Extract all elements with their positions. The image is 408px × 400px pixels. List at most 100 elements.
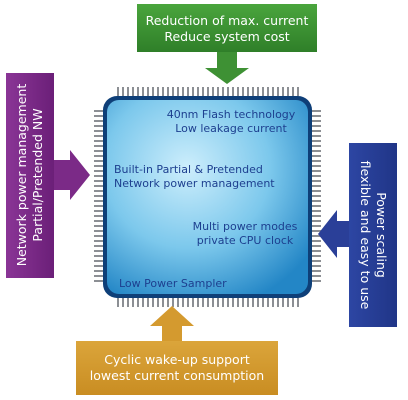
chip-pin	[277, 298, 279, 307]
chip-pin	[297, 87, 299, 96]
chip-pin	[187, 298, 189, 307]
chip-pin	[282, 87, 284, 96]
chip-pin	[94, 150, 103, 152]
chip-pin	[272, 298, 274, 307]
chip-pin	[94, 275, 103, 277]
chip-pin	[312, 160, 321, 162]
chip-pin	[232, 298, 234, 307]
chip-pin	[267, 298, 269, 307]
chip-pin	[242, 87, 244, 96]
chip-pin	[242, 298, 244, 307]
chip-pin	[312, 200, 321, 202]
chip-pin	[177, 87, 179, 96]
chip-pin	[312, 115, 321, 117]
chip-pin	[217, 87, 219, 96]
chip-pin	[272, 87, 274, 96]
chip-pin	[182, 87, 184, 96]
chip-pin	[312, 155, 321, 157]
chip-pin	[94, 230, 103, 232]
chip-pin	[257, 298, 259, 307]
chip-pin	[117, 298, 119, 307]
chip-pin	[132, 298, 134, 307]
chip-pin	[94, 220, 103, 222]
top-box-line2: Reduce system cost	[164, 29, 290, 44]
bottom-arrow	[150, 306, 194, 341]
chip-pin	[94, 200, 103, 202]
chip-pin	[282, 298, 284, 307]
chip-pin	[202, 87, 204, 96]
chip-pin	[94, 160, 103, 162]
chip-pin	[94, 140, 103, 142]
chip-pin	[94, 225, 103, 227]
chip-modes-line1: Multi power modes	[192, 220, 298, 233]
chip-pin	[147, 87, 149, 96]
chip-pin	[287, 298, 289, 307]
chip-pin	[312, 240, 321, 242]
chip-pin	[162, 87, 164, 96]
bottom-box-line2: lowest current consumption	[89, 368, 265, 383]
chip-pin	[157, 298, 159, 307]
chip-pin	[212, 298, 214, 307]
chip-pin	[222, 87, 224, 96]
chip-pin	[237, 298, 239, 307]
chip-pin	[202, 298, 204, 307]
chip-pin	[94, 280, 103, 282]
chip-pin	[312, 250, 321, 252]
chip-pin	[94, 120, 103, 122]
chip-pin	[94, 190, 103, 192]
chip-pin	[297, 298, 299, 307]
chip-pin	[94, 145, 103, 147]
chip-pin	[312, 125, 321, 127]
chip-pin	[312, 175, 321, 177]
chip-pin	[187, 87, 189, 96]
chip-pin	[312, 195, 321, 197]
chip-pin	[312, 215, 321, 217]
chip-modes-line2: private CPU clock	[196, 234, 294, 247]
chip-pin	[207, 87, 209, 96]
chip-pin	[312, 260, 321, 262]
chip-pin	[94, 110, 103, 112]
chip-pin	[122, 298, 124, 307]
chip-pin	[312, 230, 321, 232]
chip-pin	[252, 87, 254, 96]
chip-pin	[312, 270, 321, 272]
chip-pin	[312, 150, 321, 152]
chip-pin	[312, 190, 321, 192]
chip-pin	[292, 298, 294, 307]
chip-network-line1: Built-in Partial & Pretended	[114, 163, 263, 176]
chip-pin	[312, 180, 321, 182]
chip-pin	[262, 87, 264, 96]
chip-pin	[312, 185, 321, 187]
chip-pin	[157, 87, 159, 96]
chip-pin	[167, 87, 169, 96]
chip-pin	[94, 245, 103, 247]
chip-sampler-label: Low Power Sampler	[119, 277, 227, 290]
chip-network-line2: Network power management	[114, 177, 275, 190]
chip-pin	[312, 170, 321, 172]
left-box	[6, 73, 54, 278]
left-arrow	[54, 150, 90, 200]
chip-pin	[137, 87, 139, 96]
chip-pin	[312, 280, 321, 282]
chip-pin	[127, 298, 129, 307]
chip-pin	[94, 195, 103, 197]
right-arrow	[318, 210, 349, 258]
chip-pin	[94, 155, 103, 157]
chip-pin	[172, 87, 174, 96]
chip-network-text: Built-in Partial & Pretended Network pow…	[114, 163, 284, 191]
chip-pin	[137, 298, 139, 307]
chip-pin	[312, 140, 321, 142]
chip-pin	[312, 110, 321, 112]
chip-pin	[262, 298, 264, 307]
chip-pin	[94, 215, 103, 217]
left-box-text: Network power management Partial/Pretend…	[14, 75, 46, 275]
chip-flash-line2: Low leakage current	[175, 122, 287, 135]
bottom-box-text: Cyclic wake-up support lowest current co…	[76, 352, 278, 384]
chip-pin	[94, 185, 103, 187]
chip-pin	[94, 180, 103, 182]
chip-pin	[162, 298, 164, 307]
chip-pin	[147, 298, 149, 307]
chip-pin	[117, 87, 119, 96]
chip-pin	[267, 87, 269, 96]
chip-pin	[182, 298, 184, 307]
